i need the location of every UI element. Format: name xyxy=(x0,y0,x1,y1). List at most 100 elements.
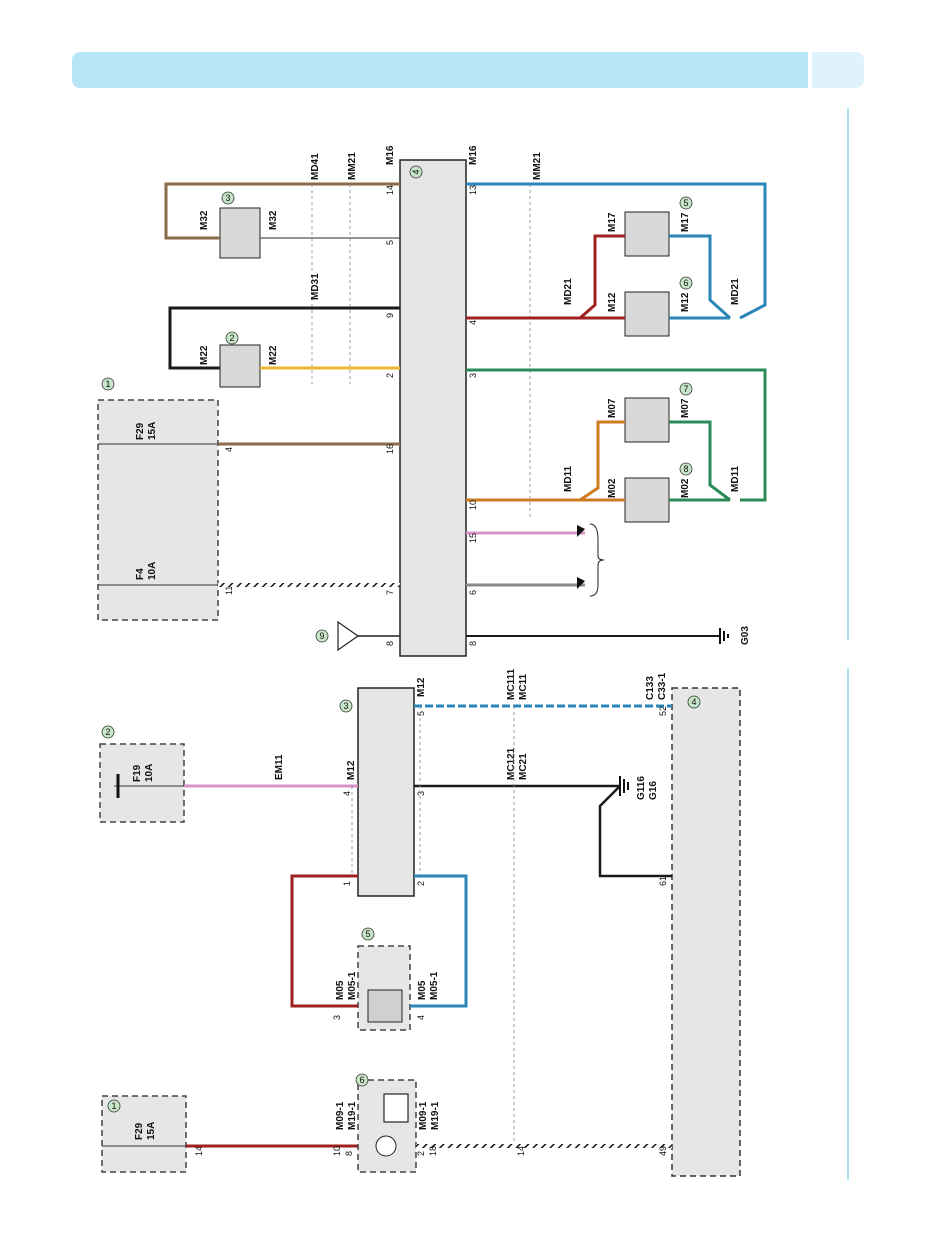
badge-5-upper xyxy=(679,196,693,210)
wire-green xyxy=(466,368,767,502)
badge-3-lower-text: 3 xyxy=(343,701,348,711)
header-bar xyxy=(72,52,808,88)
badge-7-upper-text: 7 xyxy=(683,384,688,394)
fuse-f29-rating: 15A xyxy=(147,422,158,440)
pin-7: 7 xyxy=(385,590,395,595)
wire-m07-green xyxy=(669,420,731,502)
wire-mc11-label: MC11 xyxy=(518,673,529,700)
module-5-conn-a-left: M05 xyxy=(335,980,346,1000)
badge-2-lower-text: 2 xyxy=(105,727,110,737)
wire-black-ground-61 xyxy=(598,785,672,878)
wire-mc111-label: MC111 xyxy=(506,668,517,700)
badge-3-upper-text: 3 xyxy=(225,193,230,203)
speaker-m07-conn-left: M07 xyxy=(607,398,618,418)
badge-1-upper xyxy=(101,377,115,391)
badge-1-upper-text: 1 xyxy=(105,379,110,389)
badge-6-upper-text: 6 xyxy=(683,278,688,288)
conn-mm21-b: MM21 xyxy=(532,152,543,180)
module-6-conn-b-right: M19-1 xyxy=(430,1101,441,1130)
badge-8-upper-text: 8 xyxy=(683,464,688,474)
pin-2: 2 xyxy=(385,373,395,378)
fuse-f29-lower-name: F29 xyxy=(134,1122,145,1140)
wire-m07-orange xyxy=(579,420,625,502)
wire-m17-red xyxy=(579,234,625,320)
pin-11-fuse: 11 xyxy=(224,586,234,595)
wire-m22-black xyxy=(168,306,400,370)
pin-r15: 15 xyxy=(468,533,478,543)
conn-c33-1: C33-1 xyxy=(657,672,668,700)
conn-c133: C133 xyxy=(645,676,656,700)
speaker-m12-conn-right: M12 xyxy=(680,292,691,312)
ground-icon-g03 xyxy=(719,628,729,644)
ground-g116-label: G116 xyxy=(636,776,647,800)
speaker-m22-conn-left: M22 xyxy=(199,345,210,365)
conn-m16-right: M16 xyxy=(468,145,479,165)
fuse-box-upper xyxy=(97,399,219,621)
module-3-box xyxy=(357,687,415,897)
pin-52: 52 xyxy=(658,706,668,716)
speaker-m17 xyxy=(624,211,670,257)
wire-blue-top xyxy=(466,182,767,320)
wire-mc21-label: MC21 xyxy=(518,753,529,780)
badge-5-lower xyxy=(361,927,375,941)
badge-9-upper-text: 9 xyxy=(319,631,324,641)
pin-5: 5 xyxy=(385,240,395,245)
pin-14-fuse-lower: 14 xyxy=(194,1146,204,1156)
pin-16: 16 xyxy=(385,444,395,454)
badge-7-upper xyxy=(679,382,693,396)
badge-2-upper-text: 2 xyxy=(229,333,234,343)
ground-g03-label: G03 xyxy=(740,626,751,645)
pin-1-m12: 1 xyxy=(342,881,352,886)
pin-4-fuse: 4 xyxy=(224,447,234,452)
module-5-device xyxy=(367,989,403,1023)
speaker-m22-conn-right: M22 xyxy=(268,345,279,365)
pin-61: 61 xyxy=(658,876,668,886)
fuse-f29-lower-rating: 15A xyxy=(146,1122,157,1140)
pin-2-m09: 2 xyxy=(416,1151,426,1156)
speaker-m07 xyxy=(624,397,670,443)
pin-14-lower: 14 xyxy=(516,1146,526,1156)
pin-18: 18 xyxy=(428,1146,438,1156)
speaker-m17-conn-left: M17 xyxy=(607,212,618,232)
conn-mm21-a: MM21 xyxy=(347,152,358,180)
wire-m32-brown xyxy=(164,182,400,240)
module-3-conn-left: M12 xyxy=(346,760,357,780)
wire-blue-m05 xyxy=(410,874,468,1008)
fuse-box-f19 xyxy=(99,743,185,823)
speaker-m02-conn-left: M02 xyxy=(607,478,618,498)
speaker-m32-conn-left: M32 xyxy=(199,210,210,230)
speaker-m32-conn-right: M32 xyxy=(268,210,279,230)
conn-md31: MD31 xyxy=(310,273,321,300)
badge-4-lower xyxy=(687,695,701,709)
badge-6-lower-text: 6 xyxy=(359,1075,364,1085)
head-unit-box xyxy=(399,159,467,657)
pin-4-m05: 4 xyxy=(416,1015,426,1020)
module-6-conn-b-left: M19-1 xyxy=(347,1101,358,1130)
badge-4-upper xyxy=(409,165,423,179)
module-4-box xyxy=(671,687,741,1177)
arrow-pink xyxy=(577,525,585,537)
pin-r10: 10 xyxy=(468,500,478,510)
header-bar-end xyxy=(812,52,864,88)
module-6-lamp xyxy=(375,1135,397,1157)
badge-2-lower xyxy=(101,725,115,739)
wire-mc121-label: MC121 xyxy=(506,747,517,780)
pin-4-lower: 4 xyxy=(342,791,352,796)
conn-md21-a: MD21 xyxy=(563,278,574,305)
pin-r4: 4 xyxy=(468,320,478,325)
conn-md11-b: MD11 xyxy=(730,465,741,492)
speaker-m12-conn-left: M12 xyxy=(607,292,618,312)
wire-m17-blue xyxy=(669,234,732,320)
fuse-f4-rating: 10A xyxy=(147,562,158,580)
pin-10: 10 xyxy=(332,1146,342,1156)
module-3-conn-right: M12 xyxy=(416,677,427,697)
ground-g16-label: G16 xyxy=(648,781,659,800)
pin-r6: 6 xyxy=(468,590,478,595)
badge-1-lower-text: 1 xyxy=(111,1101,116,1111)
pin-r8: 8 xyxy=(468,641,478,646)
badge-5-lower-text: 5 xyxy=(365,929,370,939)
badge-3-upper xyxy=(221,191,235,205)
fuse-f4-name: F4 xyxy=(135,568,146,580)
speaker-m32 xyxy=(219,207,261,259)
module-6-switch xyxy=(383,1093,409,1123)
